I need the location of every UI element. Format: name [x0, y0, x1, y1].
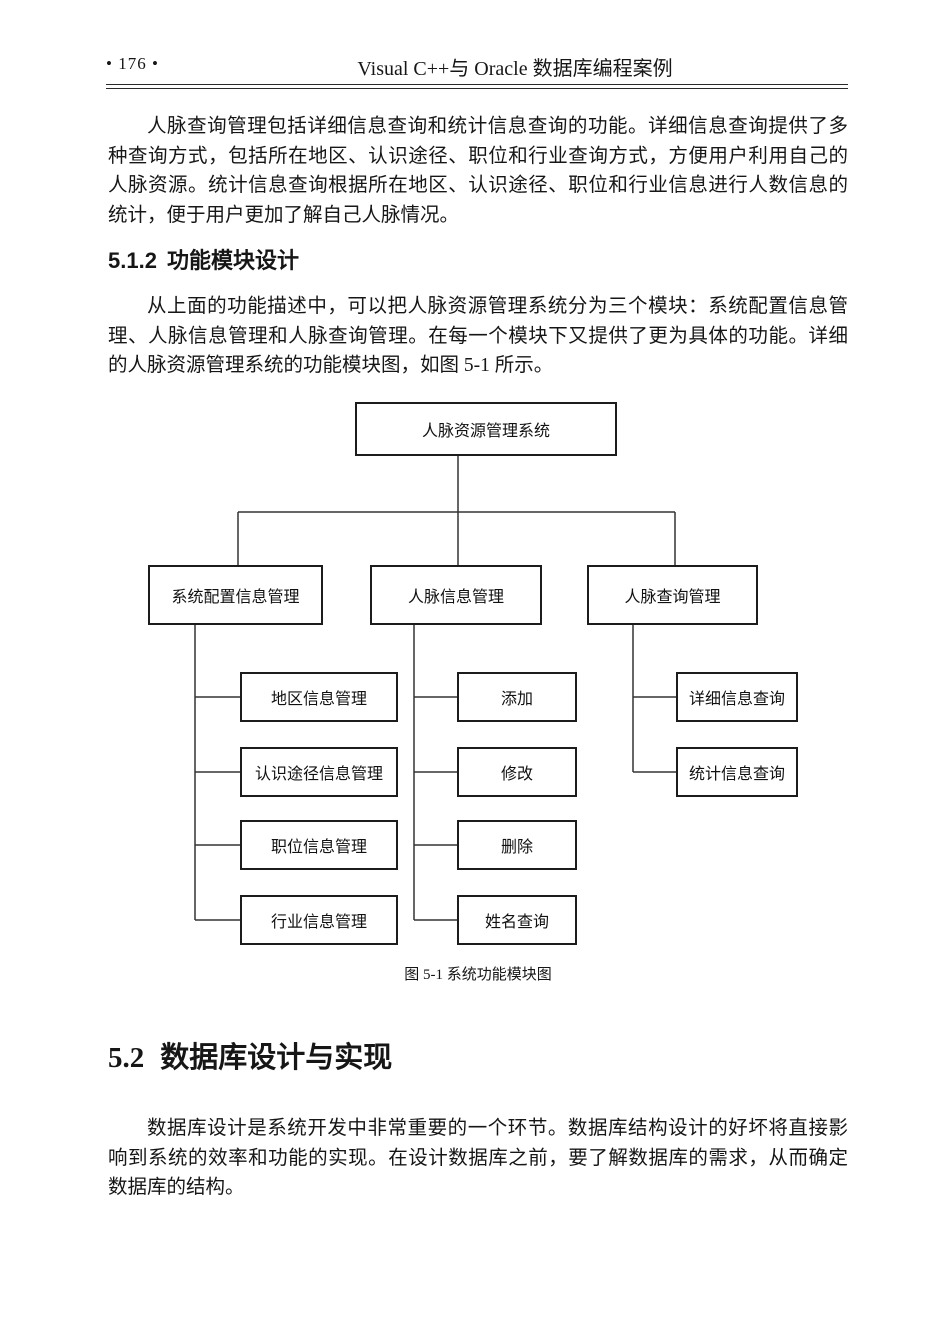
diagram-box-leaf: 地区信息管理 — [240, 672, 398, 722]
diagram-box-leaf: 职位信息管理 — [240, 820, 398, 870]
diagram-box-leaf: 删除 — [457, 820, 577, 870]
diagram-box-leaf: 修改 — [457, 747, 577, 797]
running-head-title: Visual C++与 Oracle 数据库编程案例 — [357, 58, 673, 80]
diagram-box-branch: 人脉信息管理 — [370, 565, 542, 625]
paragraph-line: 响到系统的效率和功能的实现。在设计数据库之前，要了解数据库的需求，从而确定 — [108, 1147, 848, 1169]
diagram-box-root: 人脉资源管理系统 — [355, 402, 617, 456]
paragraph-line: 种查询方式，包括所在地区、认识途径、职位和行业查询方式，方便用户利用自己的 — [108, 145, 848, 167]
section-heading-512: 5.1.2 功能模块设计 — [108, 243, 299, 275]
section-title: 功能模块设计 — [166, 248, 299, 273]
diagram-box-branch: 人脉查询管理 — [587, 565, 758, 625]
paragraph-line: 数据库设计是系统开发中非常重要的一个环节。数据库结构设计的好坏将直接影 — [147, 1118, 848, 1139]
paragraph-line: 从上面的功能描述中，可以把人脉资源管理系统分为三个模块：系统配置信息管 — [147, 296, 848, 317]
page-number: • 176 • — [106, 54, 159, 73]
connector-lines — [194, 456, 676, 921]
paragraph-line: 人脉查询管理包括详细信息查询和统计信息查询的功能。详细信息查询提供了多 — [147, 116, 848, 137]
diagram-box-leaf: 认识途径信息管理 — [240, 747, 398, 797]
diagram-box-branch: 系统配置信息管理 — [148, 565, 323, 625]
paragraph-line: 理、人脉信息管理和人脉查询管理。在每一个模块下又提供了更为具体的功能。详细 — [108, 325, 848, 347]
section-number: 5.1.2 — [108, 248, 157, 273]
paragraph-module-intro: 从上面的功能描述中，可以把人脉资源管理系统分为三个模块：系统配置信息管 理、人脉… — [108, 292, 848, 381]
header-double-rule — [106, 84, 848, 89]
diagram-box-leaf: 行业信息管理 — [240, 895, 398, 945]
diagram-box-leaf: 详细信息查询 — [676, 672, 798, 722]
paragraph-connection-query: 人脉查询管理包括详细信息查询和统计信息查询的功能。详细信息查询提供了多 种查询方… — [108, 112, 848, 230]
section-title: 数据库设计与实现 — [160, 1042, 393, 1074]
paragraph-database-design: 数据库设计是系统开发中非常重要的一个环节。数据库结构设计的好坏将直接影 响到系统… — [108, 1114, 848, 1203]
diagram-box-leaf: 统计信息查询 — [676, 747, 798, 797]
section-heading-52: 5.2 数据库设计与实现 — [108, 1034, 392, 1076]
paragraph-line: 人脉资源。统计信息查询根据所在地区、认识途径、职位和行业信息进行人数信息的 — [108, 175, 848, 196]
paragraph-line: 数据库的结构。 — [108, 1177, 245, 1198]
figure-caption: 图 5-1 系统功能模块图 — [404, 967, 552, 983]
diagram-box-leaf: 姓名查询 — [457, 895, 577, 945]
paragraph-line: 统计，便于用户更加了解自己人脉情况。 — [108, 204, 460, 226]
diagram-box-leaf: 添加 — [457, 672, 577, 722]
figure-module-diagram: 人脉资源管理系统 系统配置信息管理 人脉信息管理 人脉查询管理 地区信息管理 认… — [0, 395, 950, 955]
paragraph-line: 的人脉资源管理系统的功能模块图，如图 5-1 所示。 — [108, 355, 554, 376]
section-number: 5.2 — [108, 1042, 145, 1074]
